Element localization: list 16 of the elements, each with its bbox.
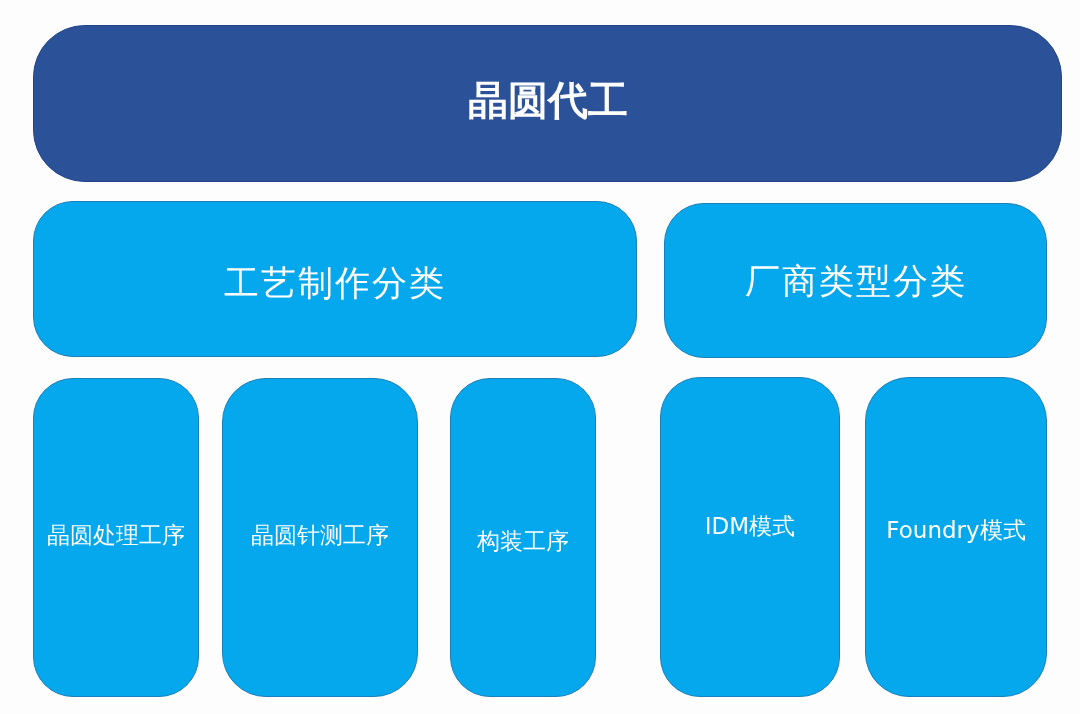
node-label: 构装工序	[477, 527, 569, 556]
title-banner	[33, 25, 1062, 182]
process-box	[222, 378, 418, 697]
node-label: 晶圆针测工序	[251, 521, 389, 550]
node-label: 晶圆处理工序	[47, 521, 185, 550]
node-label: IDM模式	[704, 513, 796, 541]
node-label: 工艺制作分类	[224, 262, 446, 304]
node-label: 厂商类型分类	[744, 259, 967, 302]
process-box	[33, 378, 199, 697]
model-box	[660, 377, 840, 697]
node-label: Foundry模式	[886, 517, 1026, 545]
category-box	[33, 201, 637, 357]
node-label: 晶圆代工	[467, 75, 628, 124]
model-box	[865, 377, 1047, 697]
process-box	[450, 378, 596, 697]
category-box	[664, 203, 1047, 358]
